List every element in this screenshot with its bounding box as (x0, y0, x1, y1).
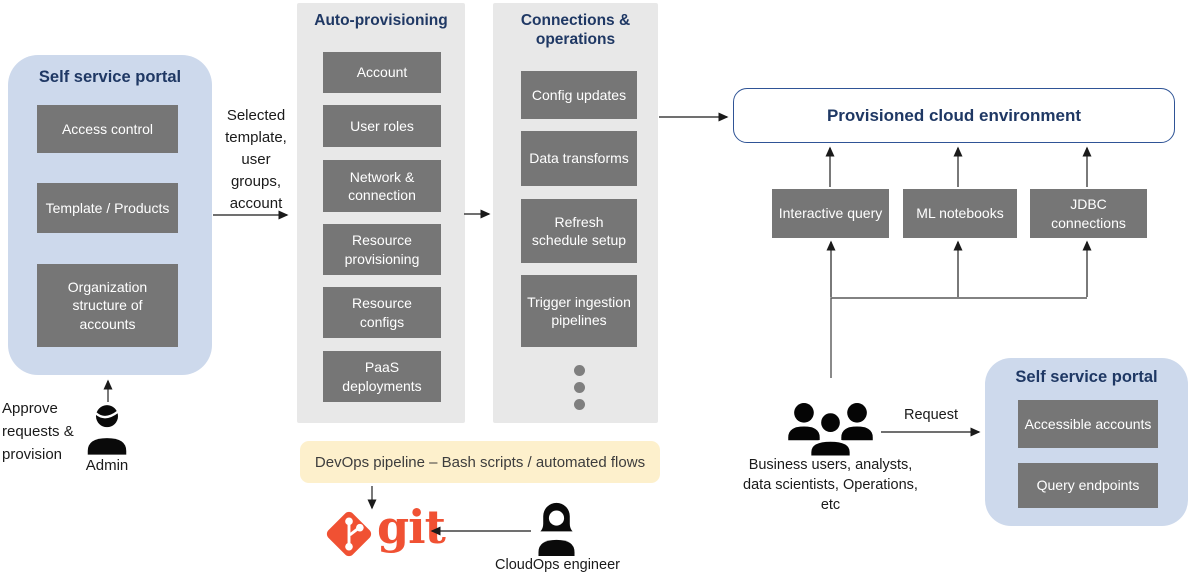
node-jdbc-connections: JDBC connections (1030, 189, 1147, 238)
node-user-roles: User roles (323, 105, 441, 147)
admin-person-icon (87, 405, 127, 455)
node-access-control: Access control (37, 105, 178, 153)
connections-operations-column: Connections & operations Config updates … (493, 3, 658, 423)
devops-pipeline-bar: DevOps pipeline – Bash scripts / automat… (300, 441, 660, 483)
devops-pipeline-label: DevOps pipeline – Bash scripts / automat… (314, 453, 646, 471)
node-ml-notebooks: ML notebooks (903, 189, 1017, 238)
node-accessible-accounts: Accessible accounts (1018, 400, 1158, 448)
cloudops-engineer-icon (538, 502, 575, 556)
git-logo-icon (326, 511, 372, 557)
node-config-updates: Config updates (521, 71, 637, 119)
auto-provisioning-column: Auto-provisioning Account User roles Net… (297, 3, 465, 423)
node-data-transforms: Data transforms (521, 131, 637, 186)
node-resource-provisioning: Resource provisioning (323, 224, 441, 275)
node-trigger-ingestion: Trigger ingestion pipelines (521, 275, 637, 347)
node-interactive-query: Interactive query (772, 189, 889, 238)
self-service-portal-right-panel: Self service portal Accessible accounts … (985, 358, 1188, 526)
node-refresh-schedule: Refresh schedule setup (521, 199, 637, 263)
request-label: Request (903, 407, 958, 423)
business-users-label: Business users, analysts, data scientist… (743, 457, 918, 513)
node-network-connection: Network & connection (323, 160, 441, 212)
node-resource-configs: Resource configs (323, 287, 441, 338)
ellipsis-dots-icon (574, 365, 585, 410)
portal-right-title: Self service portal (1015, 368, 1158, 386)
cloud-environment-title: Provisioned cloud environment (826, 105, 1082, 125)
selected-template-label: Selected template, user groups, account (225, 107, 287, 212)
admin-label: Admin (85, 457, 129, 474)
cloudops-engineer-label: CloudOps engineer (495, 557, 620, 573)
auto-provisioning-title: Auto-provisioning (314, 12, 448, 29)
node-organization-structure: Organization structure of accounts (37, 264, 178, 347)
provisioned-cloud-environment-box: Provisioned cloud environment (733, 88, 1175, 143)
node-account: Account (323, 52, 441, 93)
node-query-endpoints: Query endpoints (1018, 463, 1158, 508)
connections-operations-title: Connections & operations (520, 12, 631, 48)
node-template-products: Template / Products (37, 183, 178, 233)
portal-left-title: Self service portal (38, 68, 182, 86)
node-paas-deployments: PaaS deployments (323, 351, 441, 402)
business-users-group-icon (788, 402, 873, 457)
git-wordmark: git (377, 500, 446, 554)
approve-requests-label: Approve requests & provision (2, 400, 74, 463)
self-service-portal-left-panel: Self service portal Access control Templ… (8, 55, 212, 375)
